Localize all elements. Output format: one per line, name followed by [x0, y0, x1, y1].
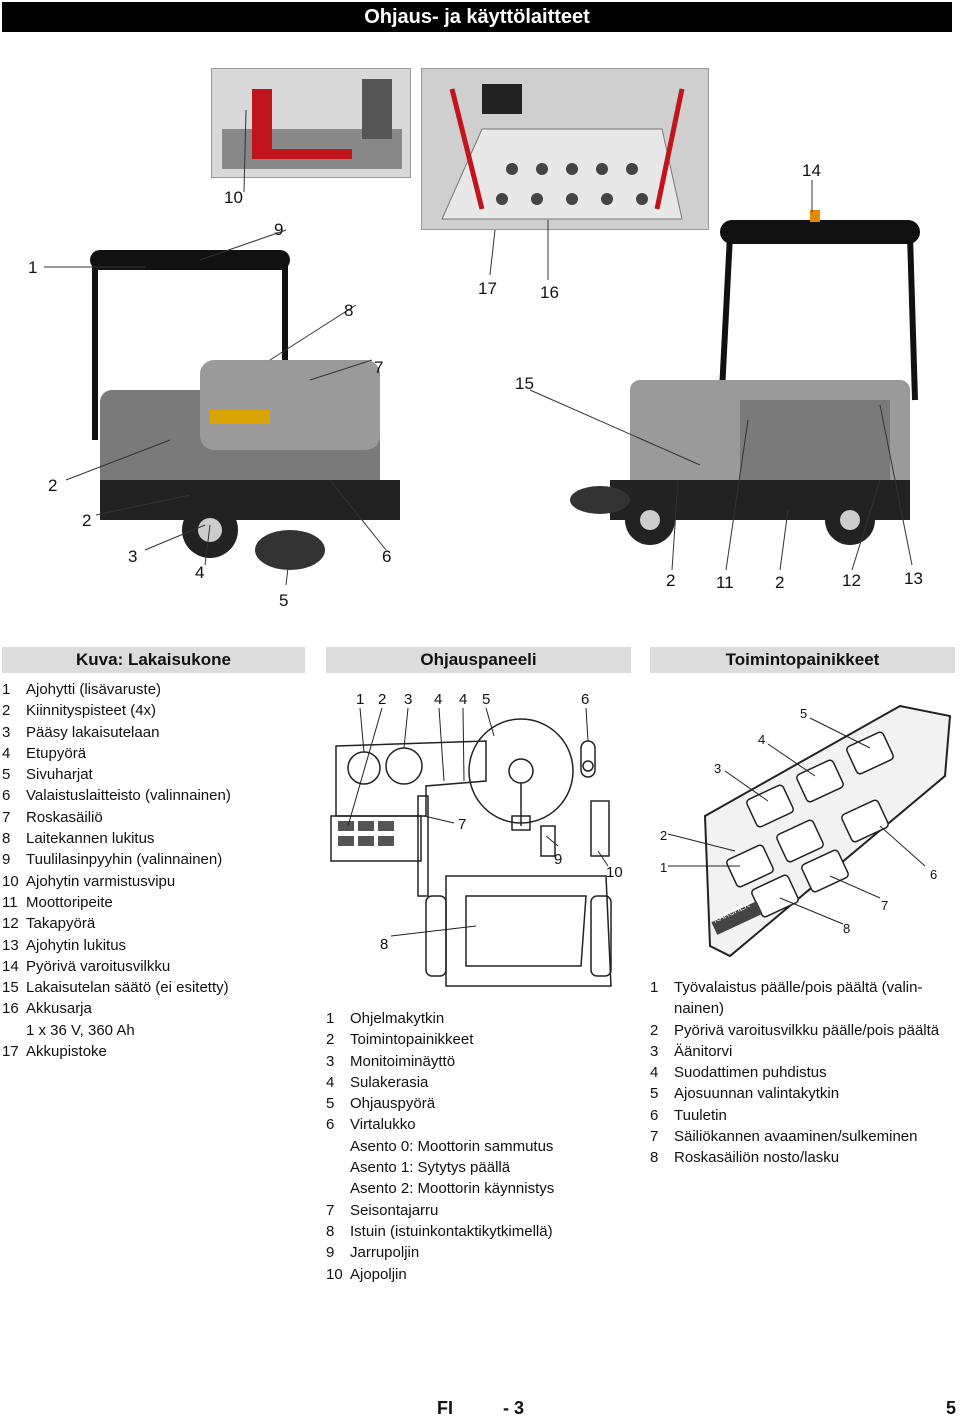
list-item: Asento 2: Moottorin käynnistys [350, 1180, 555, 1198]
footer-language: FI [437, 1398, 453, 1418]
buttons-figure-number: 3 [714, 761, 722, 776]
footer-page-label: - 3 [503, 1398, 525, 1418]
panel-figure-number: 2 [378, 691, 387, 708]
panel-figure-number: 3 [404, 691, 413, 708]
photo-callout: 2 [82, 511, 92, 530]
photo-callout: 17 [478, 279, 497, 298]
panel-figure-number: 1 [356, 691, 365, 708]
function-buttons-illustration [667, 704, 952, 958]
photo-callout: 2 [48, 476, 58, 495]
battery-compartment-photo [421, 68, 709, 230]
footer-page-number: 5 [946, 1398, 957, 1418]
photo-callout: 1 [28, 258, 38, 277]
panel-figure-number: 7 [458, 816, 467, 833]
photo-callout: 16 [540, 283, 559, 302]
control-panel-figure: 1 2 3 4 4 5 6 7 8 9 10 [326, 686, 631, 991]
sweeper-rear-illustration [570, 210, 920, 545]
list-item: Asento 1: Sytytys päällä [350, 1159, 511, 1177]
photo-callout: 6 [382, 547, 392, 566]
buttons-figure-number: 8 [843, 921, 851, 936]
sweeper-front-illustration [90, 250, 400, 570]
panel-figure-number: 10 [606, 864, 623, 881]
photo-callout: 3 [128, 547, 138, 566]
photo-callout: 7 [374, 358, 384, 377]
battery-illustration [422, 69, 708, 229]
panel-figure-number: 5 [482, 691, 491, 708]
buttons-figure-number: 4 [758, 732, 766, 747]
panel-figure-number: 8 [380, 936, 389, 953]
list-item: Asento 0: Moottorin sammutus [350, 1137, 554, 1155]
photo-callout: 14 [802, 161, 821, 180]
list-item: 1 x 36 V, 360 Ah [26, 1021, 135, 1039]
panel-section-heading: Ohjauspaneeli [326, 647, 631, 673]
buttons-section-heading: Toimintopainikkeet [650, 647, 955, 673]
photo-callout: 15 [515, 374, 534, 393]
photo-callout: 8 [344, 301, 354, 320]
photo-callout: 13 [904, 569, 923, 588]
photo-callout: 11 [716, 573, 734, 592]
buttons-figure-number: 2 [660, 828, 668, 843]
photo-callout: 10 [224, 188, 243, 207]
panel-figure-number: 9 [554, 851, 563, 868]
photo-callout: 9 [274, 220, 284, 239]
control-panel-illustration [330, 707, 612, 987]
photo-callout: 4 [195, 563, 205, 582]
buttons-figure-number: 5 [800, 706, 808, 721]
photo-callout: 2 [666, 571, 676, 590]
buttons-figure-number: 1 [660, 860, 668, 875]
callout-leader-lines [44, 109, 913, 586]
buttons-figure-number: 6 [930, 867, 938, 882]
machine-photos: 10 9 1 8 7 2 2 3 4 5 6 17 16 15 14 2 11 … [0, 60, 960, 620]
panel-figure-number: 4 [459, 691, 468, 708]
photo-callout: 5 [279, 591, 289, 610]
buttons-figure-number: 7 [881, 898, 889, 913]
machine-section-heading: Kuva: Lakaisukone [2, 647, 305, 673]
page-title: Ohjaus- ja käyttölaitteet [2, 2, 952, 32]
panel-figure-number: 6 [581, 691, 590, 708]
photo-callout: 2 [775, 573, 785, 592]
panel-figure-number: 4 [434, 691, 443, 708]
photo-callout: 12 [842, 571, 861, 590]
function-buttons-figure: 5 4 3 2 1 6 7 8 KÄRCHER [650, 686, 955, 976]
